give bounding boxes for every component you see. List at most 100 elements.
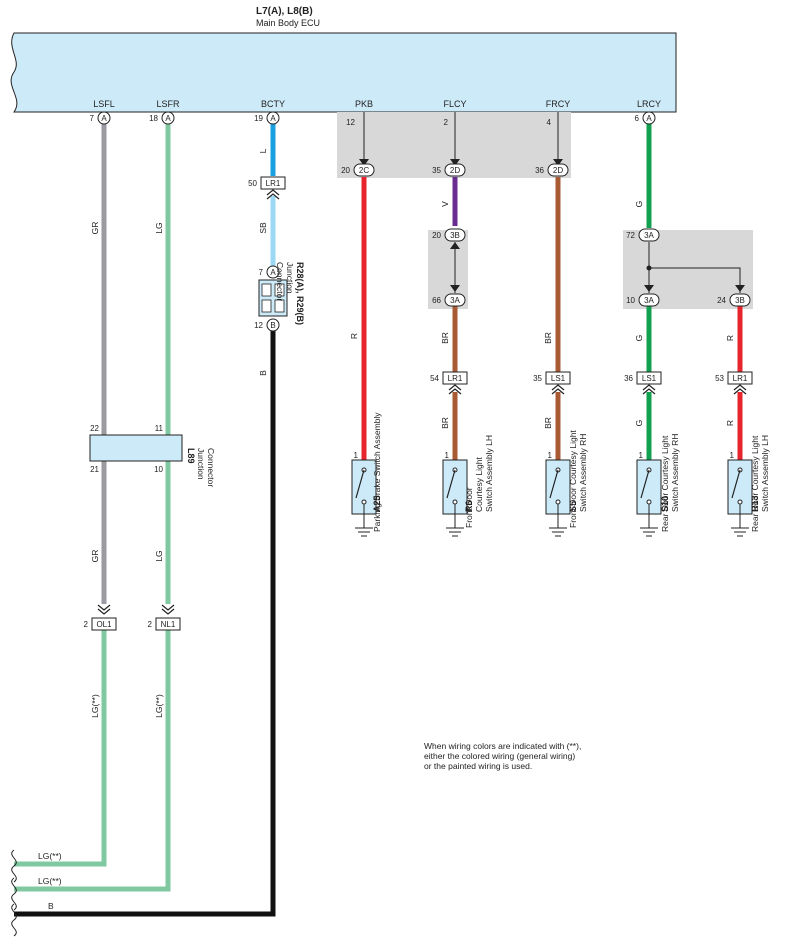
s5-code: S5 [568, 501, 578, 512]
svg-text:35: 35 [432, 166, 441, 175]
splice-dot [646, 265, 652, 271]
svg-text:36: 36 [535, 166, 544, 175]
r28-code: R28(A), R29(B) [295, 262, 305, 325]
svg-text:12: 12 [254, 321, 263, 330]
svg-text:50: 50 [248, 179, 257, 188]
svg-text:2C: 2C [359, 166, 369, 175]
junction-arrowheads [359, 159, 745, 292]
svg-text:20: 20 [432, 231, 441, 240]
svg-text:OL1: OL1 [96, 620, 112, 629]
inline-ls1-rr: LS1 36 [624, 371, 662, 395]
svg-text:NL1: NL1 [161, 620, 176, 629]
r13-line1: Rear Door Courtesy Light [750, 435, 760, 532]
ecu-code: L7(A), L8(B) [256, 6, 313, 17]
wire-label-lg-star-ol1: LG(**) [90, 694, 100, 718]
svg-text:3B: 3B [450, 231, 460, 240]
inline-lr1-fl: LR1 54 [430, 371, 468, 395]
s10-code: S10 [660, 496, 670, 512]
svg-text:72: 72 [626, 231, 635, 240]
harness-labels: LG(**) LG(**) B [38, 851, 62, 911]
wire-label-g-mid: G [634, 335, 644, 342]
s10-line2: Switch Assembly RH [670, 434, 680, 512]
inline-ol1: OL1 2 [84, 604, 117, 631]
svg-text:1: 1 [730, 451, 735, 460]
svg-text:2: 2 [148, 620, 153, 629]
svg-text:7: 7 [90, 114, 95, 123]
inline-nl1: NL1 2 [148, 604, 181, 631]
svg-text:A: A [101, 114, 107, 123]
r28-junction-connector: A 7 B 12 R28(A), R29(B) Junction Connect… [254, 262, 305, 332]
switch-r13: 1 R13 Rear Door Courtesy Light Switch As… [727, 435, 770, 537]
wire-label-br-fl-upper: BR [440, 332, 450, 344]
svg-text:LR1: LR1 [733, 374, 748, 383]
harness-label-lg-star-2: LG(**) [38, 876, 62, 886]
svg-text:11: 11 [155, 424, 164, 433]
svg-text:3A: 3A [644, 296, 654, 305]
inline-lr1-rl: LR1 53 [715, 371, 753, 395]
wire-label-b: B [258, 370, 268, 376]
svg-text:54: 54 [430, 374, 439, 383]
svg-text:3A: 3A [450, 296, 460, 305]
switch-r6: 1 R6 Front Door Courtesy Light Switch As… [442, 435, 494, 537]
svg-text:1: 1 [354, 451, 359, 460]
wire-label-br-fr-lower: BR [543, 417, 553, 429]
l89-junction-connector: 22 11 21 10 L89 Junction Connector [89, 424, 216, 487]
svg-text:2: 2 [84, 620, 89, 629]
svg-text:36: 36 [624, 374, 633, 383]
wires [14, 124, 743, 917]
svg-text:24: 24 [717, 296, 726, 305]
wiring-color-note: When wiring colors are indicated with (*… [424, 741, 644, 771]
conn-3a-top: 3A 72 [626, 228, 660, 242]
inline-lr1-bcty: LR1 50 [248, 176, 286, 200]
inline-ls1-fr: LS1 35 [533, 371, 571, 395]
wire-label-br-fl-lower: BR [440, 417, 450, 429]
wire-label-r-pkb: R [349, 333, 359, 339]
svg-text:B: B [270, 321, 275, 330]
switch-s10: 1 S10 Rear Door Courtesy Light Switch As… [636, 434, 680, 537]
pin-frcy: 4 [547, 118, 552, 127]
switch-s5: 1 S5 Front Door Courtesy Light Switch As… [545, 430, 588, 537]
r13-line2: Switch Assembly LH [760, 435, 770, 512]
conn-3b-left: 3B 20 [432, 228, 466, 242]
conn-3a-left: 3A 66 [432, 293, 466, 307]
wire-label-g-lower: G [634, 420, 644, 427]
conn-3b-right: 3B 24 [717, 293, 751, 307]
wire-color-labels: GR LG GR LG LG(**) LG(**) L SB B R V BR … [90, 148, 735, 717]
r6-line3: Switch Assembly LH [484, 435, 494, 512]
harness-label-b: B [48, 901, 54, 911]
r6-line2: Courtesy Light [474, 457, 484, 512]
a25-line1: Parking Brake Switch Assembly [372, 412, 382, 532]
ecu-name: Main Body ECU [256, 18, 320, 28]
a25-code: A25 [372, 495, 382, 512]
wire-label-r-rl-lower: R [725, 420, 735, 426]
svg-text:10: 10 [626, 296, 635, 305]
conn-2c: 2C 20 [341, 163, 375, 177]
s5-line1: Front Door Courtesy Light [568, 430, 578, 528]
r28-line1: Junction [285, 262, 295, 294]
wire-label-lg-upper: LG [154, 222, 164, 233]
svg-text:A: A [270, 114, 276, 123]
svg-text:1: 1 [639, 451, 644, 460]
wire-label-sb: SB [258, 222, 268, 234]
wire-label-v: V [440, 201, 450, 207]
ecu-terminal-frcy: FRCY [546, 99, 571, 109]
conn-lsfr-a: A 18 [149, 111, 175, 125]
s10-line1: Rear Door Courtesy Light [660, 435, 670, 532]
junction-internal-lines [363, 112, 741, 293]
r13-code: R13 [750, 495, 760, 512]
svg-text:A: A [270, 268, 276, 277]
svg-text:66: 66 [432, 296, 441, 305]
svg-text:1: 1 [548, 451, 553, 460]
conn-bcty-a: A 19 [254, 111, 280, 125]
wire-label-lg-lower: LG [154, 550, 164, 561]
svg-text:A: A [165, 114, 171, 123]
ecu-terminal-lsfr: LSFR [156, 99, 180, 109]
svg-text:2D: 2D [450, 166, 460, 175]
svg-text:53: 53 [715, 374, 724, 383]
r28-line2: Connector [275, 262, 285, 301]
svg-text:10: 10 [154, 465, 163, 474]
svg-text:19: 19 [254, 114, 263, 123]
terminal-connectors: A 7 A 18 A 19 A 6 12 2 4 2C 20 2D 35 [90, 111, 751, 307]
l89-line2: Connector [206, 448, 216, 487]
